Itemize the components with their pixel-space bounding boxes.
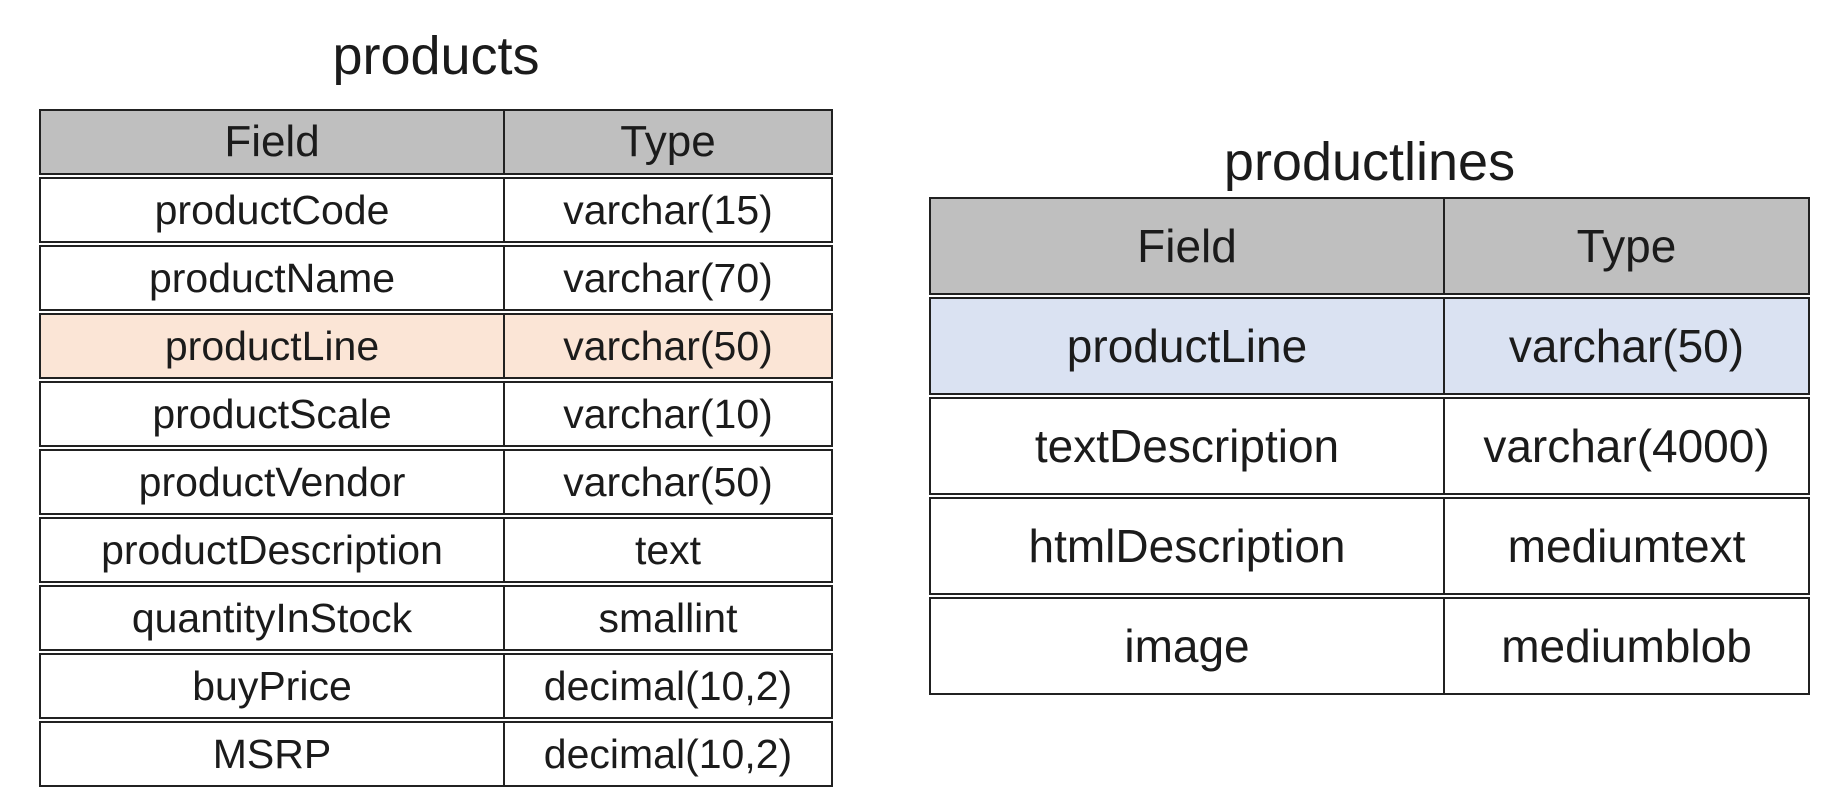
column-header-field: Field bbox=[41, 111, 505, 173]
type-cell: decimal(10,2) bbox=[543, 730, 793, 777]
table-row: productCode varchar(15) bbox=[39, 177, 833, 243]
column-header-type: Type bbox=[1445, 199, 1808, 293]
type-cell: varchar(4000) bbox=[1483, 420, 1770, 472]
table-row: productVendor varchar(50) bbox=[39, 449, 833, 515]
products-table: products Field Type productCode varchar(1… bbox=[39, 28, 833, 787]
field-cell: buyPrice bbox=[41, 655, 505, 717]
field-cell: productLine bbox=[41, 315, 505, 377]
type-cell: varchar(10) bbox=[563, 390, 773, 437]
column-header-field: Field bbox=[931, 199, 1445, 293]
header-row: Field Type bbox=[39, 109, 833, 175]
field-cell: textDescription bbox=[931, 399, 1445, 493]
table-row: productDescription text bbox=[39, 517, 833, 583]
field-cell: productCode bbox=[41, 179, 505, 241]
type-cell: varchar(50) bbox=[1445, 299, 1808, 393]
type-cell: varchar(70) bbox=[563, 254, 773, 301]
field-cell: MSRP bbox=[41, 723, 505, 785]
field-cell: productVendor bbox=[41, 451, 505, 513]
type-cell: smallint bbox=[598, 594, 738, 641]
table-row: MSRP decimal(10,2) bbox=[39, 721, 833, 787]
table-row: quantityInStock smallint bbox=[39, 585, 833, 651]
field-cell: quantityInStock bbox=[41, 587, 505, 649]
table-row: buyPrice decimal(10,2) bbox=[39, 653, 833, 719]
type-cell: mediumtext bbox=[1507, 520, 1746, 572]
type-cell: varchar(15) bbox=[563, 186, 773, 233]
column-header-type: Type bbox=[505, 111, 831, 173]
products-table-title: products bbox=[332, 26, 540, 87]
type-cell: mediumblob bbox=[1501, 620, 1752, 672]
type-cell: text bbox=[634, 526, 702, 573]
type-cell: varchar(50) bbox=[505, 315, 831, 377]
table-row: productName varchar(70) bbox=[39, 245, 833, 311]
productlines-table-title: productlines bbox=[1223, 132, 1516, 193]
type-cell: varchar(50) bbox=[563, 458, 773, 505]
field-cell: productScale bbox=[41, 383, 505, 445]
table-row: image mediumblob bbox=[929, 597, 1810, 695]
field-cell: productName bbox=[41, 247, 505, 309]
table-row: productScale varchar(10) bbox=[39, 381, 833, 447]
field-cell: image bbox=[931, 599, 1445, 693]
field-cell: productDescription bbox=[41, 519, 505, 581]
field-cell: htmlDescription bbox=[931, 499, 1445, 593]
field-cell: productLine bbox=[931, 299, 1445, 393]
table-row: htmlDescription mediumtext bbox=[929, 497, 1810, 595]
header-row: Field Type bbox=[929, 197, 1810, 295]
type-cell: decimal(10,2) bbox=[543, 662, 793, 709]
table-row: textDescription varchar(4000) bbox=[929, 397, 1810, 495]
